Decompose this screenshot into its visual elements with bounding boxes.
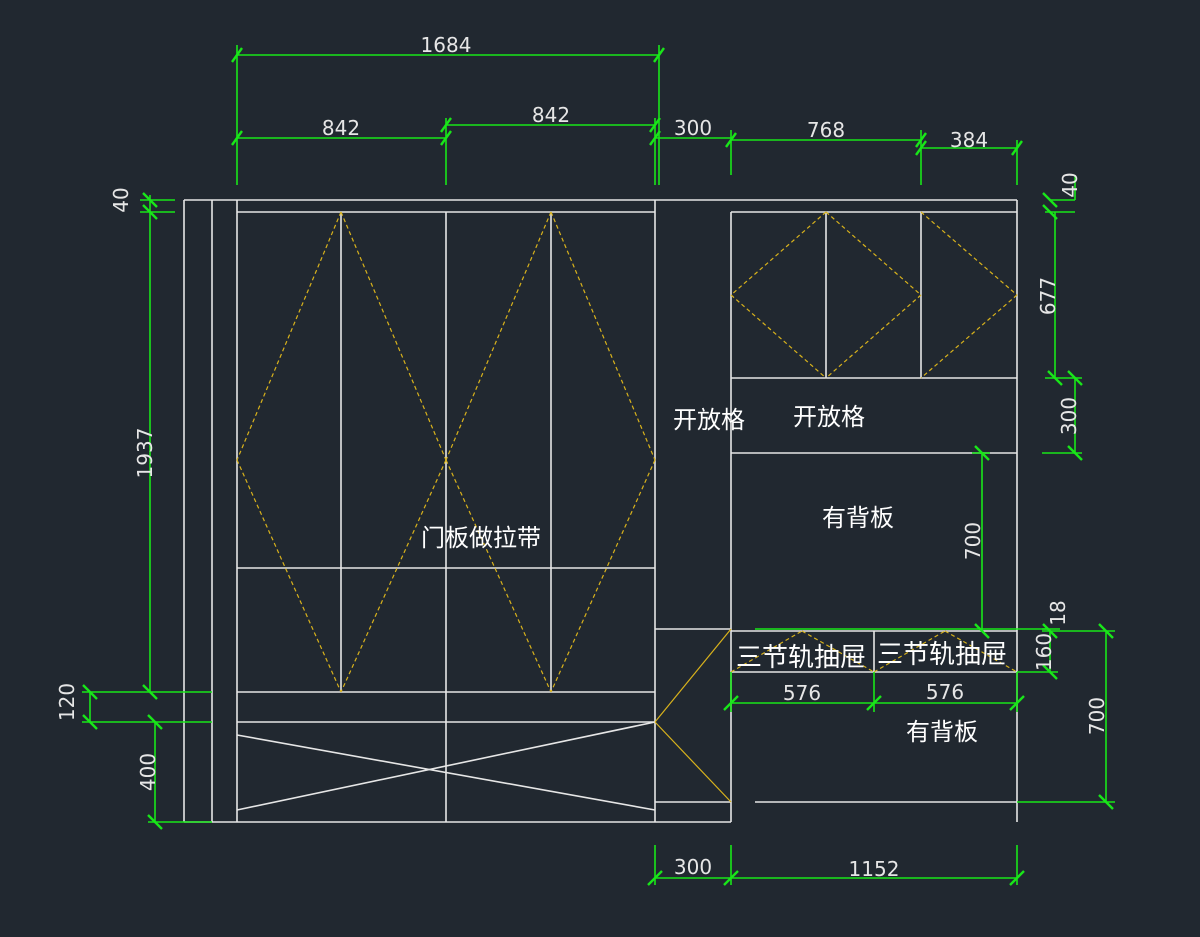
- corner-door-lines: [654, 628, 732, 803]
- dimension-labels: 1684 842 842 300 768 384 40 1937 120 400…: [55, 33, 1109, 881]
- label-open-shelf-1: 开放格: [673, 406, 745, 434]
- label-drawer-2: 三节轨抽屉: [877, 640, 1007, 670]
- dim-top-mid: 842: [532, 103, 570, 127]
- label-back-panel-1: 有背板: [822, 504, 894, 532]
- dim-right-677: 677: [1036, 277, 1060, 315]
- dim-drawer-576-b: 576: [926, 680, 964, 704]
- label-open-shelf-2: 开放格: [793, 403, 865, 431]
- dim-left-400: 400: [136, 753, 160, 791]
- dim-left-120: 120: [55, 683, 79, 721]
- dim-inner-700: 700: [961, 522, 985, 560]
- dim-top-left: 842: [322, 116, 360, 140]
- label-door-panel: 门板做拉带: [421, 524, 541, 552]
- dim-right-18: 18: [1046, 600, 1070, 625]
- door-hatch-lines: [236, 211, 1018, 693]
- dim-top-300: 300: [674, 116, 712, 140]
- dim-drawer-576-a: 576: [783, 681, 821, 705]
- dimension-lines: [82, 45, 1115, 886]
- dim-right-40: 40: [1058, 172, 1082, 197]
- dim-top-768: 768: [807, 118, 845, 142]
- dim-bottom-300: 300: [674, 855, 712, 879]
- label-drawer-1: 三节轨抽屉: [736, 643, 866, 673]
- dim-top-384: 384: [950, 128, 988, 152]
- dim-right-160: 160: [1032, 633, 1056, 671]
- dim-left-1937: 1937: [133, 428, 157, 479]
- dim-top-total: 1684: [421, 33, 472, 57]
- dim-right-700: 700: [1085, 697, 1109, 735]
- dim-right-300: 300: [1057, 397, 1081, 435]
- label-back-panel-2: 有背板: [906, 718, 978, 746]
- dim-bottom-1152: 1152: [849, 857, 900, 881]
- annotation-labels: 门板做拉带 开放格 开放格 有背板 有背板 三节轨抽屉 三节轨抽屉: [421, 403, 1007, 746]
- dim-left-40: 40: [109, 187, 133, 212]
- cabinet-outline: [183, 199, 1018, 823]
